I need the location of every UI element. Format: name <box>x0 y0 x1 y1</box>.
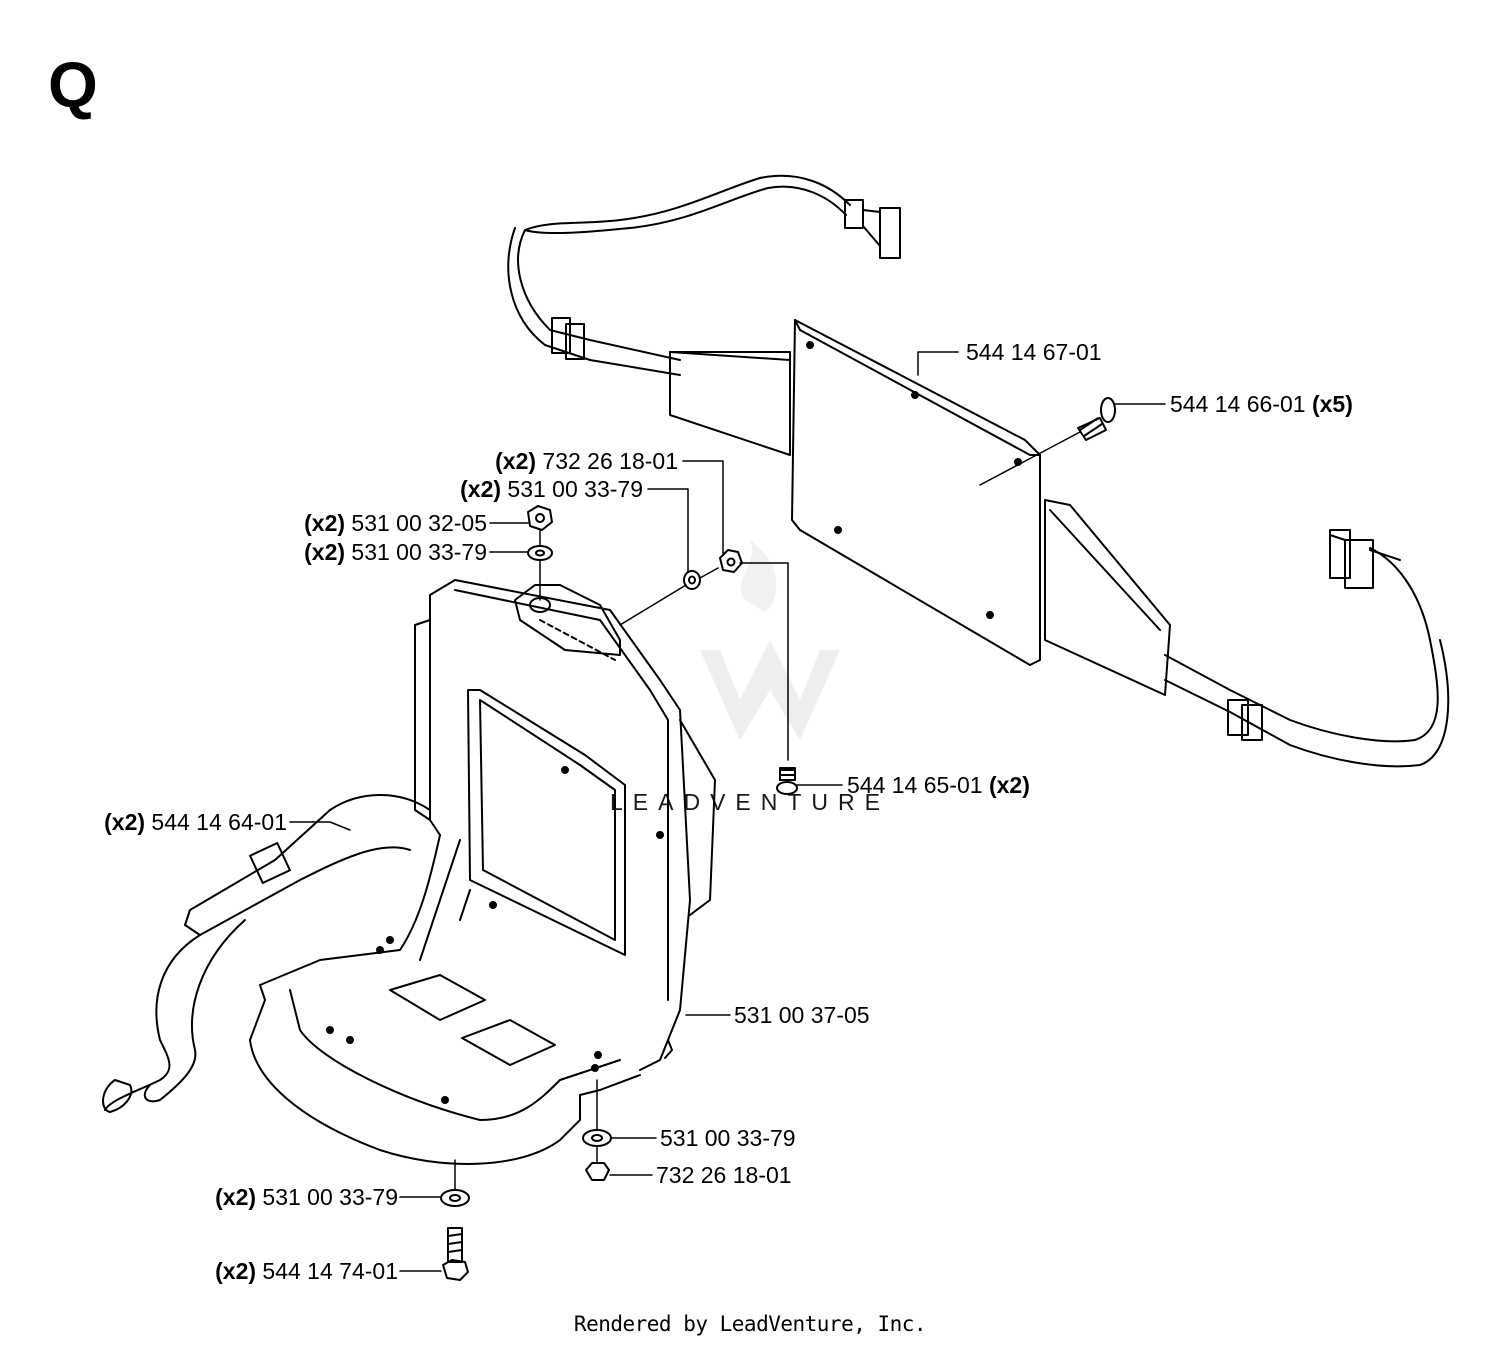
watermark-logo <box>700 640 840 740</box>
callout-washer-bottom-right: 531 00 33-79 <box>660 1125 796 1151</box>
callout-labels: 544 14 67-01 544 14 66-01 (x5) (x2) 732 … <box>104 339 1353 1284</box>
fasteners <box>440 397 1116 1281</box>
callout-shoulder-strap: (x2) 544 14 64-01 <box>104 809 287 835</box>
shoulder-strap <box>102 794 431 1113</box>
callout-bolt-bottom-left: (x2) 544 14 74-01 <box>215 1258 398 1284</box>
callout-washer-bottom-left: (x2) 531 00 33-79 <box>215 1184 398 1210</box>
callout-nut-top-left: (x2) 531 00 32-05 <box>304 510 487 536</box>
section-letter: Q <box>48 49 98 121</box>
leader-lines <box>289 351 1166 1272</box>
callout-screw-frame: 544 14 65-01 (x2) <box>847 772 1030 798</box>
frame <box>249 579 716 1165</box>
footer-credit: Rendered by LeadVenture, Inc. <box>573 1312 927 1336</box>
callout-screw-plate: 544 14 66-01 (x5) <box>1170 391 1353 417</box>
callout-washer-top-right: (x2) 531 00 33-79 <box>460 476 643 502</box>
watermark-text: LEADVENTURE <box>610 789 890 815</box>
hip-belt-assembly <box>507 174 1450 768</box>
callout-frame: 531 00 37-05 <box>734 1002 870 1028</box>
callout-washer-top-left: (x2) 531 00 33-79 <box>304 539 487 565</box>
callout-nut-bottom-right: 732 26 18-01 <box>656 1162 792 1188</box>
callout-nut-top-right: (x2) 732 26 18-01 <box>495 448 678 474</box>
watermark: LEADVENTURE <box>610 540 890 815</box>
harness-plate <box>791 319 1041 666</box>
callout-harness-plate: 544 14 67-01 <box>966 339 1102 365</box>
